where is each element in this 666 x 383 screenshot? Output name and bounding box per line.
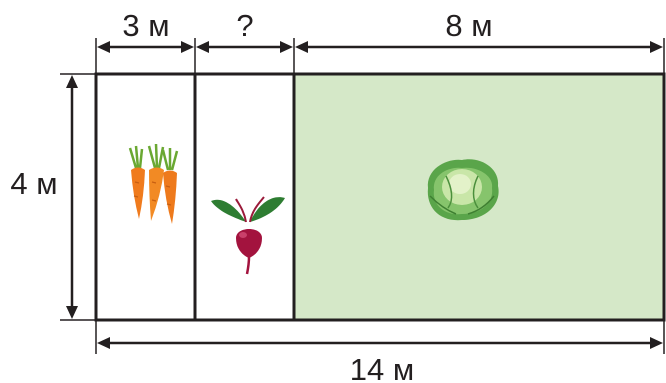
dimension-arrow-left-bed: [97, 41, 194, 53]
carrot-bed: [96, 74, 195, 320]
cabbage-icon: [427, 159, 499, 221]
beet-icon: [211, 196, 285, 275]
label-height: 4 м: [10, 166, 57, 201]
carrot-icon: [128, 143, 179, 224]
label-total-width: 14 м: [350, 352, 414, 383]
dimension-arrow-height: [66, 75, 78, 319]
dimension-arrow-total: [97, 337, 663, 349]
label-right-bed-width: 8 м: [445, 8, 492, 43]
dimension-arrow-middle-bed: [196, 41, 293, 53]
dimension-arrow-right-bed: [295, 41, 663, 53]
garden-outline: [94, 72, 666, 322]
beet-bed: [195, 74, 294, 320]
label-middle-bed-width: ?: [236, 8, 253, 43]
label-left-bed-width: 3 м: [122, 8, 169, 43]
